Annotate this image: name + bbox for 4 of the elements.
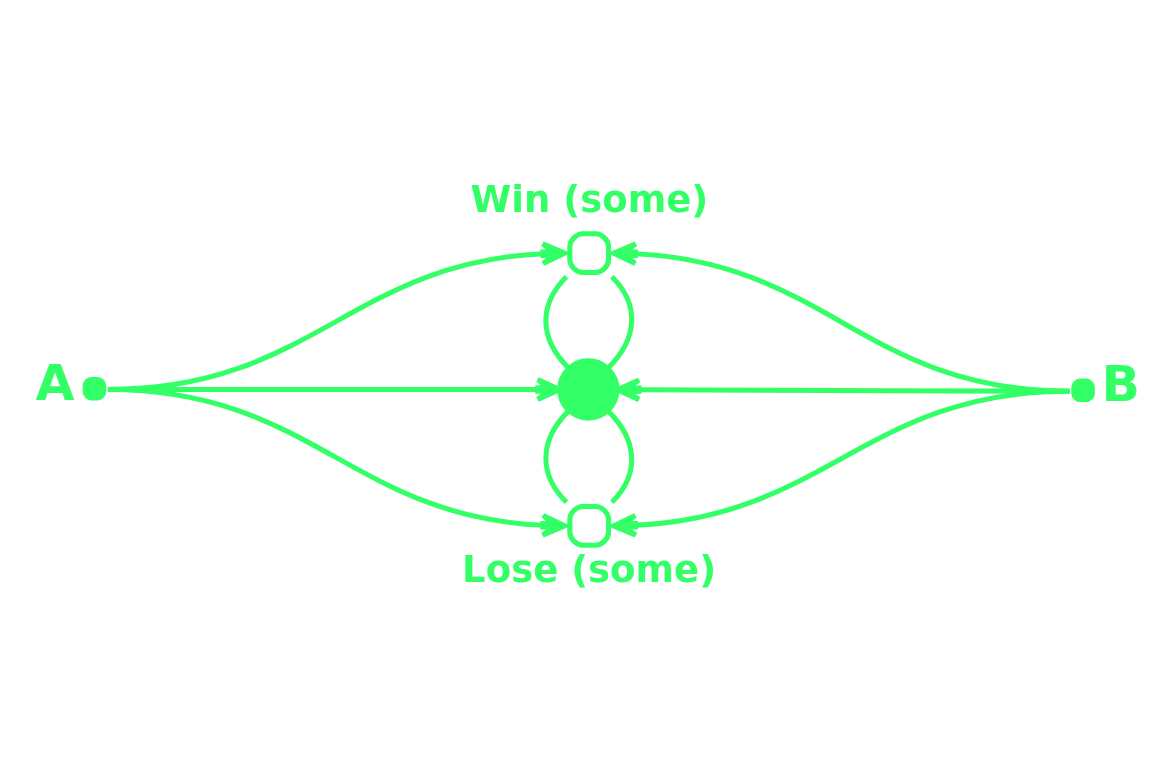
node-label: Lose (some)	[462, 547, 717, 591]
node-label: B	[1101, 353, 1141, 413]
node-label: A	[35, 352, 75, 412]
node-label: Win (some)	[470, 177, 709, 221]
